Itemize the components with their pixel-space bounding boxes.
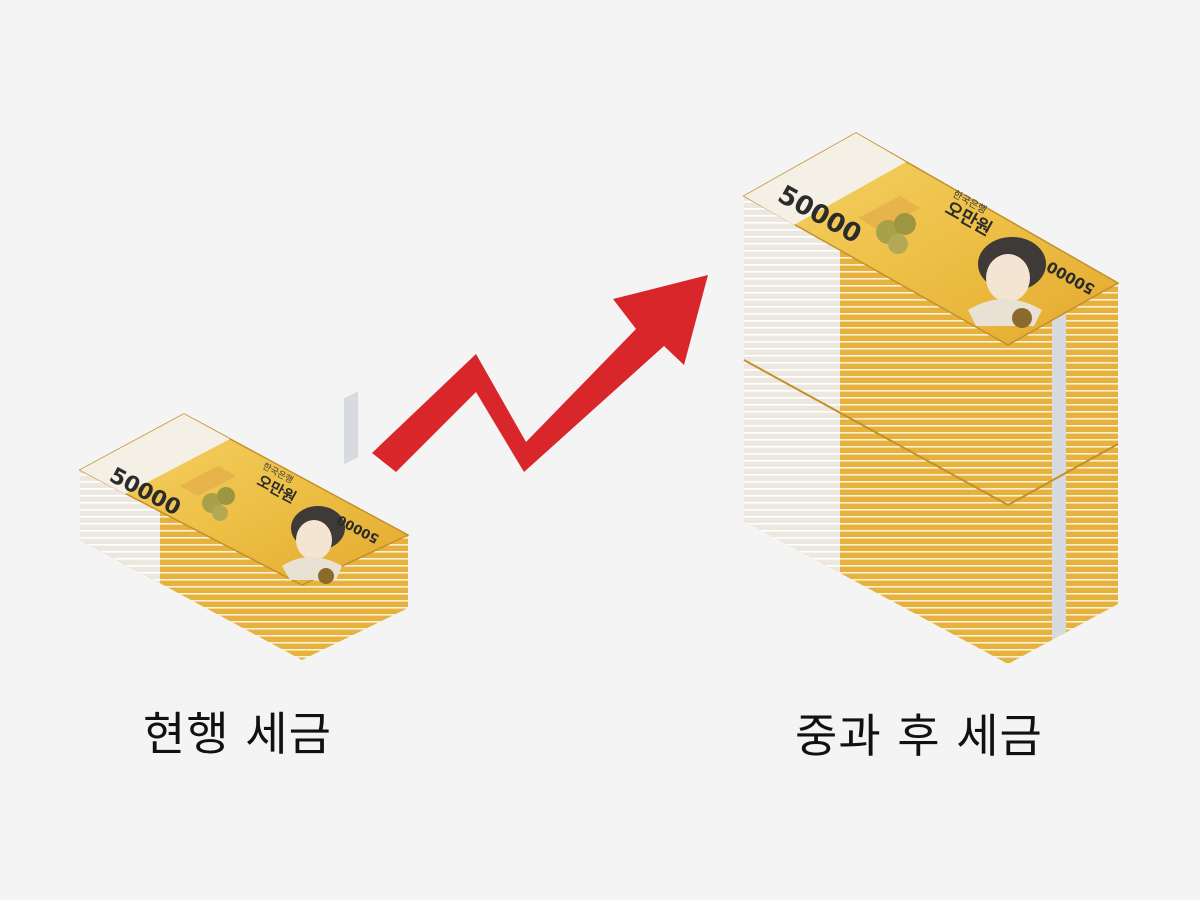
large-note-emblem-icon — [1012, 308, 1032, 328]
large-stack-bundle-divider-right — [1007, 443, 1119, 506]
large-note-portrait — [968, 237, 1046, 326]
current-tax-label: 현행 세금 — [143, 707, 332, 761]
small-money-stack: 50000 한국은행 오만원 50000 — [78, 391, 410, 660]
large-money-stack: 50000 한국은행 오만원 50000 — [742, 132, 1120, 664]
increased-tax-label: 중과 후 세금 — [795, 709, 1043, 763]
large-note-grape-icon — [876, 213, 916, 254]
large-stack-bundle-divider — [743, 359, 1009, 506]
small-stack-band — [344, 391, 358, 465]
large-stack-top-paper — [744, 133, 906, 225]
large-stack-left-side-paper — [744, 196, 840, 573]
small-stack-watermark-strip — [180, 466, 236, 496]
small-note-grape-icon — [202, 487, 235, 521]
small-stack-left-side-paper — [80, 470, 160, 583]
small-note-emblem-icon — [318, 568, 334, 584]
large-stack-watermark-strip — [858, 196, 920, 230]
trend-up-arrow-icon — [372, 275, 708, 472]
small-stack-top-paper — [80, 414, 230, 494]
small-stack-right-side — [302, 535, 408, 660]
